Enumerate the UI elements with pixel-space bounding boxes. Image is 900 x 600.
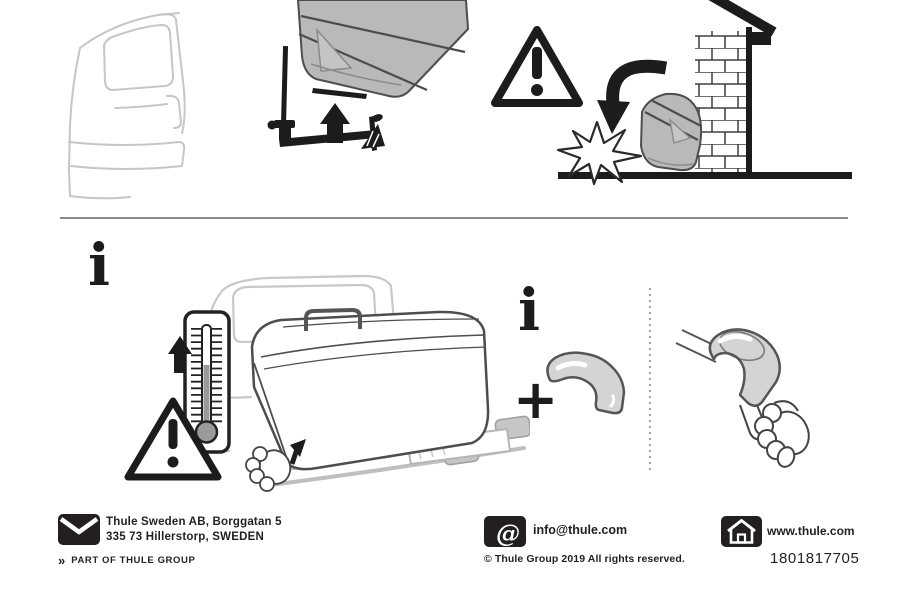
storage-warning-illustration [491,0,852,186]
gripping-hand [754,400,810,468]
car-rear-outline [68,12,186,200]
company-address: Thule Sweden AB, Borggatan 5 335 73 Hill… [106,515,282,545]
part-number: 1801817705 [770,550,860,567]
cargo-box-lifted [297,0,469,99]
warning-triangle-icon [124,397,222,481]
email-address: info@thule.com [533,523,628,537]
website-url: www.thule.com [767,524,855,538]
bracket-hatch [366,130,380,148]
hand-at-latch [245,446,292,492]
brick-pattern [695,31,746,172]
temperature-warning-illustration: i [88,235,530,492]
at-glyph: @ [496,519,520,547]
email-icon: @ [484,516,526,547]
group-label: PART OF THULE GROUP [71,555,196,566]
cargo-box-falling [640,92,703,172]
exclamation-mark [168,419,178,449]
info-icon: i [518,280,540,344]
thermometer-bulb [194,420,219,444]
warning-triangle-icon [491,26,583,107]
mercury-level [203,365,210,427]
falling-arrow-icon [597,59,668,134]
mount-box-illustration [68,0,469,200]
double-chevron-icon: » [58,553,66,568]
house-wall [558,0,852,179]
fit-cover-illustration [675,328,810,468]
home-icon [721,516,762,547]
address-line1: Thule Sweden AB, Borggatan 5 [106,516,282,528]
box-lid-handle [304,307,362,331]
cargo-box-mounted [250,310,490,471]
elbow-cover-part [708,328,781,407]
copyright-text: © Thule Group 2019 All rights reserved. [484,553,685,565]
section-divider [60,217,848,219]
mail-icon [58,514,100,545]
elbow-cover-part [546,351,626,415]
up-arrow-icon [320,103,350,143]
info-icon: i [88,235,110,299]
impact-starburst [556,120,643,186]
part-of-thule-group: » PART OF THULE GROUP [58,553,195,568]
exclamation-mark [532,47,542,79]
thermometer-icon [183,310,231,454]
up-arrow-icon [168,336,192,373]
accessory-info-illustration: i + [513,280,651,470]
address-line2: 335 73 Hillerstorp, SWEDEN [106,531,264,543]
latch-arrow-icon [289,439,306,465]
ground-line [558,172,852,179]
